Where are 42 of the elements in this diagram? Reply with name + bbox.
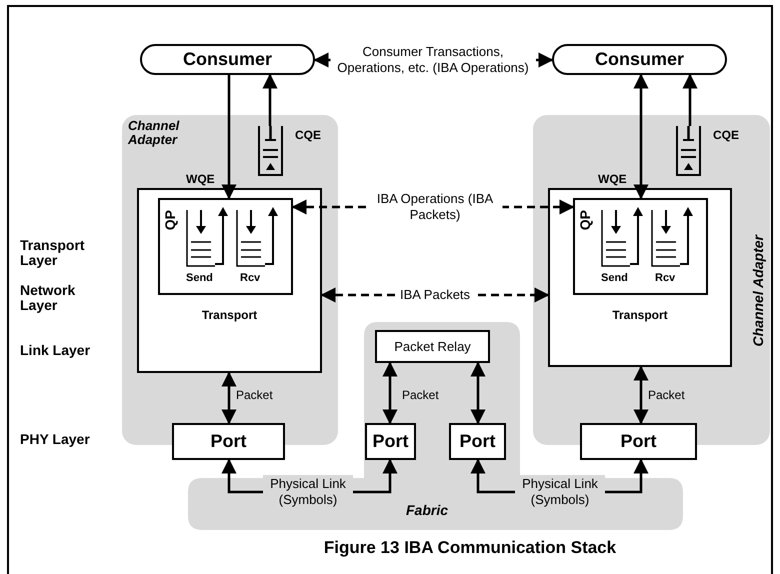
layer-label: Network Layer	[20, 283, 76, 313]
region-title: Channel Adapter	[750, 235, 766, 346]
queue-pair-label: QP	[162, 210, 178, 230]
queue-pair-box	[573, 198, 708, 295]
queue-label: CQE	[713, 128, 740, 142]
arrow	[682, 74, 698, 126]
queue-label: CQE	[295, 128, 322, 142]
edge-label: Physical Link (Symbols)	[263, 475, 353, 509]
port-box: Port	[365, 423, 416, 460]
terminal-box: Consumer	[552, 44, 727, 75]
double-arrow	[634, 74, 648, 200]
relay-box: Packet Relay	[375, 330, 490, 363]
queue-pair-box	[158, 198, 293, 295]
edge-label: Physical Link (Symbols)	[515, 475, 605, 509]
double-arrow	[634, 366, 648, 424]
arrow	[222, 75, 236, 200]
note-label: Packet	[402, 388, 439, 402]
layer-label: Link Layer	[20, 343, 92, 358]
queue-label: Send	[601, 272, 628, 284]
queue-label: Rcv	[655, 272, 676, 284]
port-box: Port	[449, 423, 506, 460]
arrow	[262, 74, 278, 126]
port-box: Port	[580, 423, 697, 460]
port-box: Port	[172, 423, 285, 460]
double-arrow	[470, 362, 486, 424]
queue-label: Send	[186, 272, 213, 284]
layer-label: PHY Layer	[20, 432, 91, 447]
double-arrow	[382, 362, 398, 424]
queue-label: Rcv	[240, 272, 260, 284]
queue-pair-label: QP	[577, 210, 593, 230]
layer-name: Transport	[200, 308, 258, 322]
terminal-box: Consumer	[140, 44, 315, 75]
region-title: Fabric	[406, 502, 448, 518]
double-arrow	[222, 372, 236, 424]
edge-label: WQE	[186, 172, 215, 186]
edge-label: Packet	[648, 388, 685, 402]
edge-label: Packet	[236, 388, 273, 402]
layer-name: Transport	[611, 308, 669, 322]
edge-label: WQE	[598, 172, 627, 186]
region-title: Channel Adapter	[128, 119, 180, 147]
layer-label: Transport Layer	[20, 238, 86, 268]
figure-caption: Figure 13 IBA Communication Stack	[322, 538, 618, 558]
